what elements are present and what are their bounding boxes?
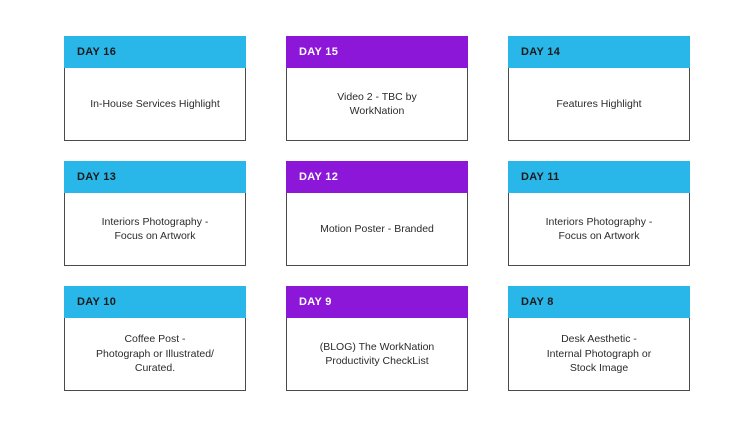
- day-label: DAY 15: [299, 46, 339, 58]
- day-card-header: DAY 9: [286, 286, 468, 318]
- day-label: DAY 14: [521, 46, 561, 58]
- day-card[interactable]: DAY 16 In-House Services Highlight: [64, 36, 246, 141]
- day-card-body: Features Highlight: [508, 68, 690, 141]
- day-card[interactable]: DAY 10 Coffee Post - Photograph or Illus…: [64, 286, 246, 391]
- day-label: DAY 12: [299, 171, 339, 183]
- day-card-body: Desk Aesthetic - Internal Photograph or …: [508, 318, 690, 391]
- day-card-header: DAY 14: [508, 36, 690, 68]
- day-card[interactable]: DAY 8 Desk Aesthetic - Internal Photogra…: [508, 286, 690, 391]
- day-card-header: DAY 15: [286, 36, 468, 68]
- day-card[interactable]: DAY 13 Interiors Photography - Focus on …: [64, 161, 246, 266]
- day-card-body: Interiors Photography - Focus on Artwork: [64, 193, 246, 266]
- day-card-body-text: (BLOG) The WorkNation Productivity Check…: [319, 340, 435, 367]
- day-card[interactable]: DAY 9 (BLOG) The WorkNation Productivity…: [286, 286, 468, 391]
- day-label: DAY 9: [299, 296, 332, 308]
- day-label: DAY 11: [521, 171, 560, 183]
- day-label: DAY 13: [77, 171, 117, 183]
- day-card-body: Motion Poster - Branded: [286, 193, 468, 266]
- day-card-header: DAY 12: [286, 161, 468, 193]
- day-card[interactable]: DAY 12 Motion Poster - Branded: [286, 161, 468, 266]
- day-label: DAY 10: [77, 296, 117, 308]
- day-card-header: DAY 10: [64, 286, 246, 318]
- day-label: DAY 8: [521, 296, 554, 308]
- day-card-body: Interiors Photography - Focus on Artwork: [508, 193, 690, 266]
- day-card-body-text: In-House Services Highlight: [90, 97, 220, 110]
- day-card-body: In-House Services Highlight: [64, 68, 246, 141]
- day-card-body: (BLOG) The WorkNation Productivity Check…: [286, 318, 468, 391]
- day-card-header: DAY 8: [508, 286, 690, 318]
- day-card-header: DAY 13: [64, 161, 246, 193]
- day-card-body-text: Interiors Photography - Focus on Artwork: [545, 215, 653, 242]
- day-card-body-text: Desk Aesthetic - Internal Photograph or …: [546, 333, 652, 375]
- card-grid: DAY 16 In-House Services Highlight DAY 1…: [64, 36, 690, 391]
- day-card-body: Coffee Post - Photograph or Illustrated/…: [64, 318, 246, 391]
- day-card[interactable]: DAY 14 Features Highlight: [508, 36, 690, 141]
- day-card-header: DAY 11: [508, 161, 690, 193]
- day-card-body-text: Interiors Photography - Focus on Artwork: [101, 215, 209, 242]
- day-card-body-text: Coffee Post - Photograph or Illustrated/…: [96, 333, 214, 375]
- day-card[interactable]: DAY 15 Video 2 - TBC by WorkNation: [286, 36, 468, 141]
- day-card-body-text: Video 2 - TBC by WorkNation: [337, 90, 417, 117]
- day-card-header: DAY 16: [64, 36, 246, 68]
- day-card[interactable]: DAY 11 Interiors Photography - Focus on …: [508, 161, 690, 266]
- day-card-body: Video 2 - TBC by WorkNation: [286, 68, 468, 141]
- day-card-body-text: Features Highlight: [556, 97, 642, 110]
- day-label: DAY 16: [77, 46, 117, 58]
- day-card-body-text: Motion Poster - Branded: [320, 222, 434, 235]
